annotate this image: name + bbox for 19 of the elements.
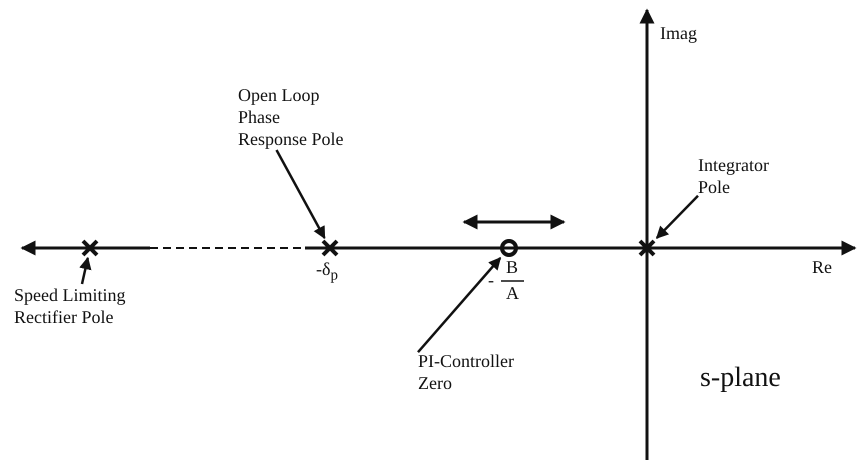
- annotation-label: PI-Controller Zero: [418, 350, 548, 394]
- minus-sign: -: [488, 269, 494, 291]
- pole-marker: [320, 238, 340, 258]
- axis-label: Re: [812, 256, 832, 278]
- leader-arrow: [656, 194, 699, 239]
- annotation-label: Speed Limiting Rectifier Pole: [14, 284, 184, 328]
- axis-label: Imag: [660, 22, 697, 44]
- zero-marker: [499, 238, 519, 258]
- leader-arrow: [417, 257, 502, 354]
- plane-label: s-plane: [700, 362, 781, 394]
- fraction-denominator: A: [506, 282, 519, 304]
- annotation-label: Open Loop Phase Response Pole: [238, 84, 348, 150]
- value-label: -δ$_{p}$: [316, 258, 338, 286]
- leader-arrow: [79, 256, 92, 284]
- fraction-numerator: B: [506, 256, 518, 278]
- pole-marker: [637, 238, 657, 258]
- leader-arrow: [275, 149, 326, 240]
- pole-marker: [80, 238, 100, 258]
- annotation-label: Integrator Pole: [698, 154, 798, 198]
